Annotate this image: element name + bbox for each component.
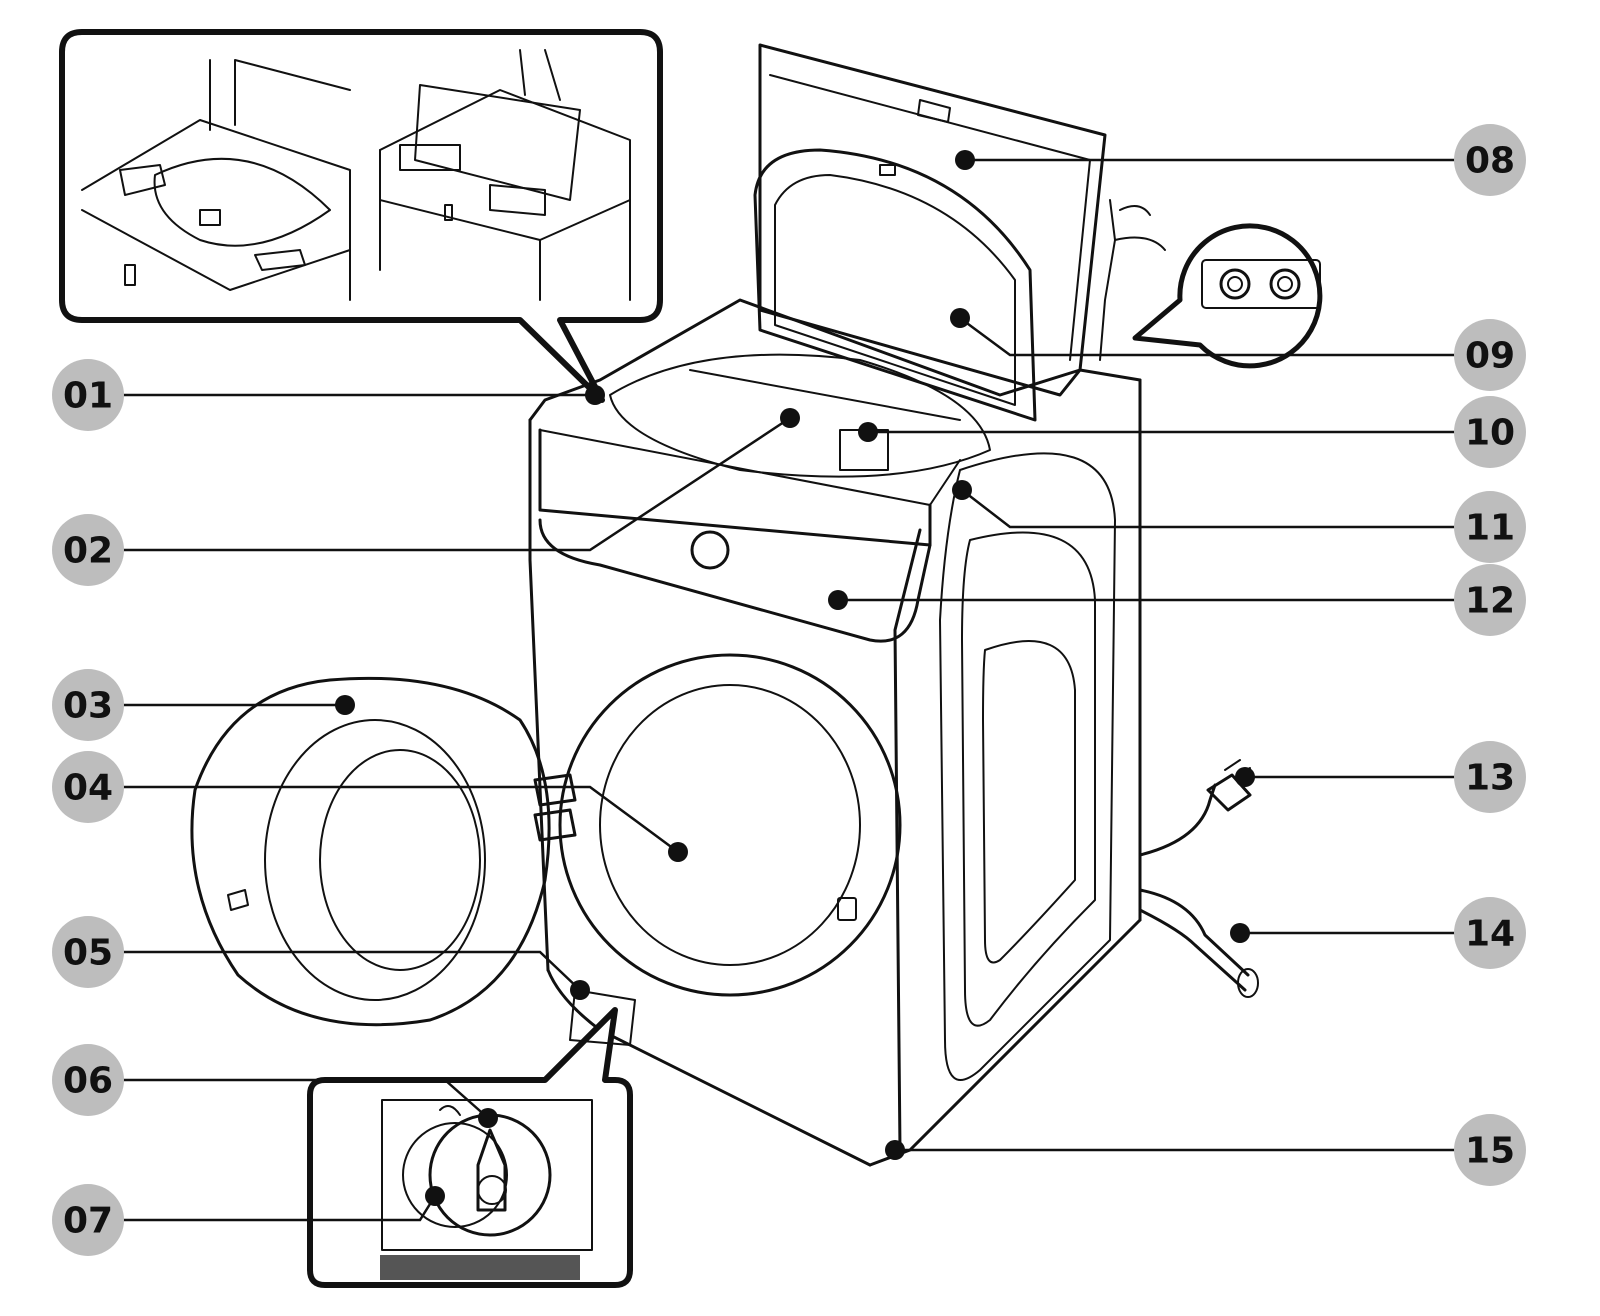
badge-number: 02 (63, 531, 113, 572)
door-assembly (190, 653, 902, 1027)
detergent-drawer-detail-callout (59, 29, 663, 403)
leader-dot-07 (425, 1186, 445, 1206)
badge-circle (52, 1184, 124, 1256)
leader-dot-15 (885, 1140, 905, 1160)
callout-badge-09: 09 (1454, 319, 1526, 391)
leader-dot-04 (668, 842, 688, 862)
badge-number: 04 (63, 768, 113, 809)
callout-badge-01: 01 (52, 359, 124, 431)
leader-dot-12 (828, 590, 848, 610)
badge-number: 11 (1465, 508, 1515, 549)
badge-number: 12 (1465, 581, 1515, 622)
leader-dot-11 (952, 480, 972, 500)
badge-circle (52, 1044, 124, 1116)
drawer-closed-drawing (81, 59, 351, 301)
callout-badge-06: 06 (52, 1044, 124, 1116)
badge-number: 06 (63, 1061, 113, 1102)
callout-badge-07: 07 (52, 1184, 124, 1256)
callout-badge-03: 03 (52, 669, 124, 741)
callout-badge-12: 12 (1454, 564, 1526, 636)
callout-badge-13: 13 (1454, 741, 1526, 813)
callout-badge-05: 05 (52, 916, 124, 988)
badge-circle (52, 514, 124, 586)
badge-number: 08 (1465, 141, 1515, 182)
badge-number: 14 (1465, 914, 1515, 955)
badge-circle (1454, 897, 1526, 969)
leader-dot-02 (780, 408, 800, 428)
badge-circle (52, 751, 124, 823)
badge-circle (1454, 396, 1526, 468)
badge-number: 05 (63, 933, 113, 974)
badge-circle (1454, 491, 1526, 563)
badge-number: 15 (1465, 1131, 1515, 1172)
callout-badge-02: 02 (52, 514, 124, 586)
badge-circle (1454, 564, 1526, 636)
badge-number: 13 (1465, 758, 1515, 799)
badge-circle (52, 669, 124, 741)
badge-number: 07 (63, 1201, 113, 1242)
badge-number: 10 (1465, 413, 1515, 454)
leader-dot-09 (950, 308, 970, 328)
callout-badge-11: 11 (1454, 491, 1526, 563)
badge-circle (52, 916, 124, 988)
drawer-open-drawing (379, 49, 631, 301)
callout-badge-04: 04 (52, 751, 124, 823)
number-badges: 01 02 03 04 05 06 07 08 09 10 11 12 13 14 15 (52, 124, 1526, 1256)
leader-dot-01 (585, 385, 605, 405)
leader-line-04 (122, 785, 679, 854)
badge-number: 01 (63, 376, 113, 417)
callout-badge-14: 14 (1454, 897, 1526, 969)
leader-line-05 (122, 950, 581, 991)
leader-dot-08 (955, 150, 975, 170)
leader-lines (122, 150, 1455, 1222)
leader-dot-10 (858, 422, 878, 442)
callout-badge-15: 15 (1454, 1114, 1526, 1186)
leader-line-09 (959, 316, 1455, 357)
leader-line-11 (961, 489, 1455, 529)
badge-number: 03 (63, 686, 113, 727)
leader-dot-13 (1235, 767, 1255, 787)
badge-circle (1454, 124, 1526, 196)
badge-circle (52, 359, 124, 431)
callout-badge-10: 10 (1454, 396, 1526, 468)
leader-dot-03 (335, 695, 355, 715)
leader-dot-06 (478, 1108, 498, 1128)
leader-dot-05 (570, 980, 590, 1000)
leader-dot-14 (1230, 923, 1250, 943)
badge-circle (1454, 741, 1526, 813)
cord-and-hoses (1138, 759, 1259, 998)
badge-circle (1454, 1114, 1526, 1186)
leader-line-06 (122, 1078, 489, 1119)
filter-detail-callout (307, 989, 636, 1288)
leader-line-02 (122, 416, 791, 552)
callout-badge-08: 08 (1454, 124, 1526, 196)
badge-number: 09 (1465, 336, 1515, 377)
badge-circle (1454, 319, 1526, 391)
